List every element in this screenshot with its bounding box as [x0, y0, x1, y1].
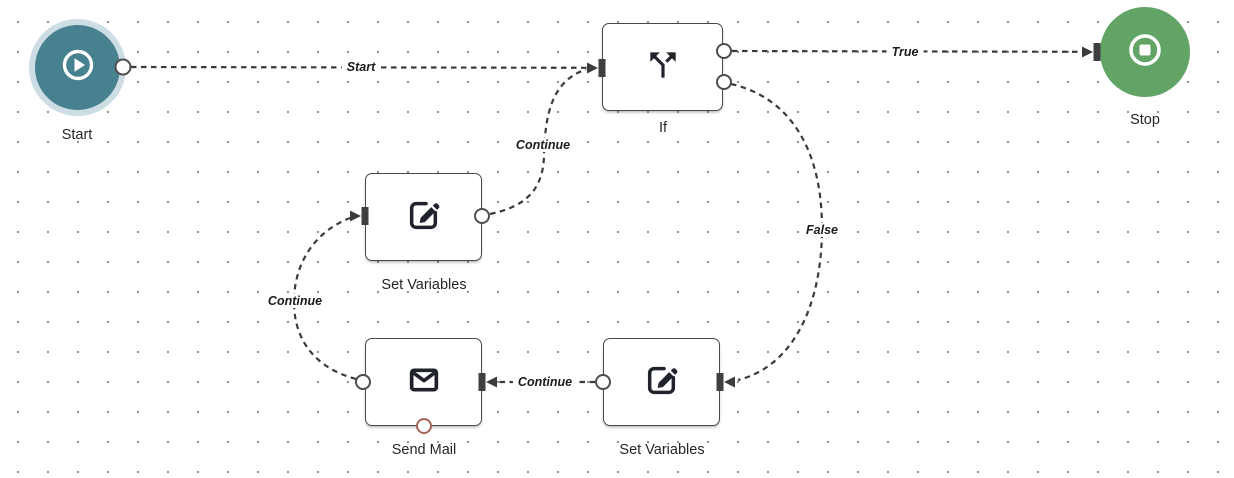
edge-label-continue-1: Continue: [512, 375, 578, 389]
arrowhead-set-variables-2-to-send-mail: [486, 376, 497, 388]
arrowhead-if-to-stop: [1082, 46, 1093, 58]
node-label-set-variables-2: Set Variables: [619, 442, 705, 458]
arrowhead-send-mail-to-set-variables-1: [350, 210, 361, 222]
play-icon: [55, 42, 101, 93]
edge-label-true: True: [886, 45, 924, 59]
node-start[interactable]: [35, 25, 120, 110]
node-label-stop: Stop: [1130, 112, 1160, 128]
node-send-mail[interactable]: [365, 338, 482, 426]
node-if[interactable]: [602, 23, 723, 111]
edit-icon: [404, 195, 444, 240]
arrowhead-if-to-set-variables-2: [724, 376, 735, 388]
edge-label-continue-3: Continue: [510, 138, 576, 152]
arrowhead-start-to-if: [587, 62, 598, 74]
node-label-send-mail: Send Mail: [391, 442, 457, 458]
edit-icon: [642, 360, 682, 405]
node-stop[interactable]: [1100, 7, 1190, 97]
edge-label-start: Start: [341, 60, 381, 74]
node-label-if: If: [658, 120, 668, 136]
node-label-set-variables-1: Set Variables: [381, 277, 467, 293]
edge-label-false: False: [801, 223, 843, 237]
node-set-variables-2[interactable]: [603, 338, 720, 426]
edge-label-continue-2: Continue: [262, 294, 328, 308]
mail-icon: [404, 360, 444, 405]
branch-icon: [644, 46, 682, 89]
stop-icon: [1121, 26, 1169, 79]
node-label-start: Start: [61, 127, 93, 143]
node-set-variables-1[interactable]: [365, 173, 482, 261]
